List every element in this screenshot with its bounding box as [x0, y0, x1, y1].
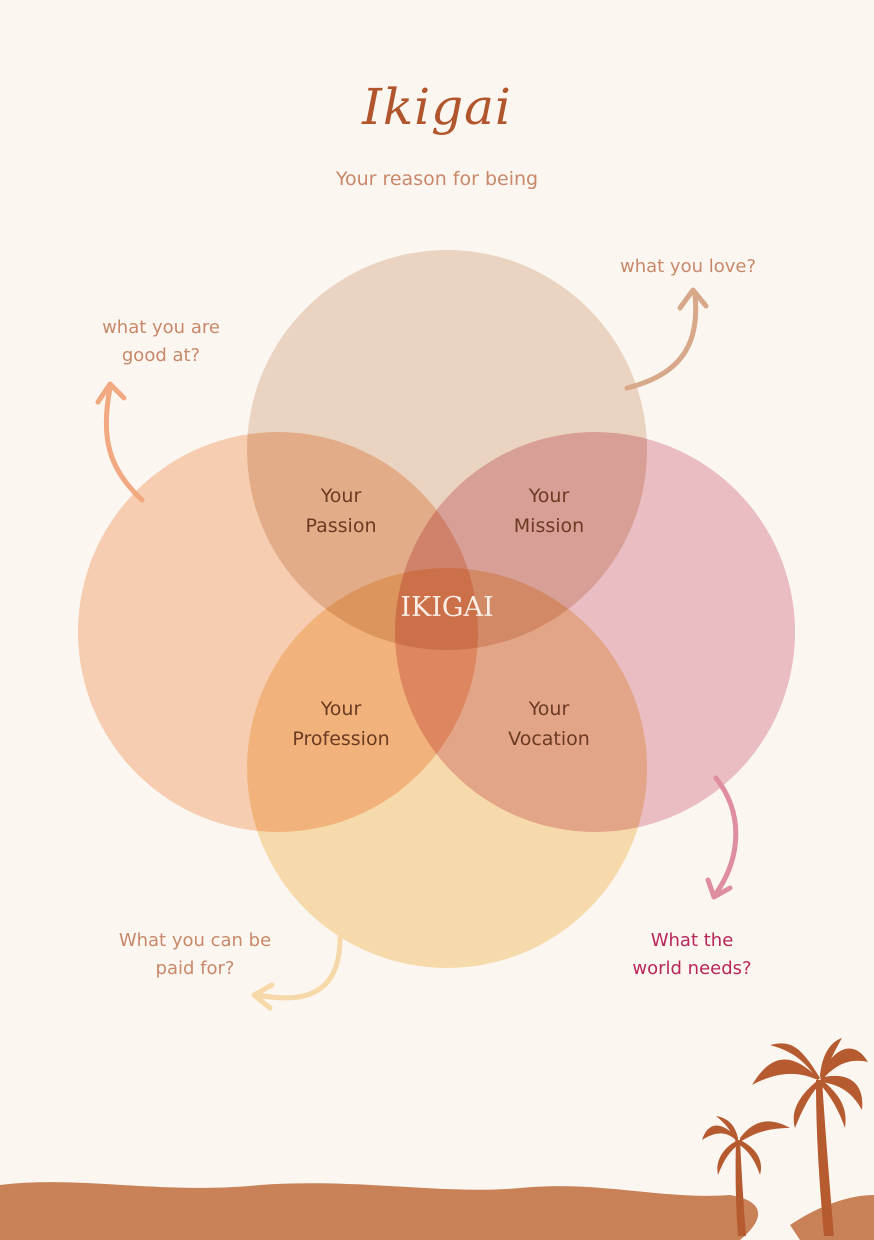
annotation-what-you-love: what you love? [619, 256, 757, 277]
annotation-what-you-are-good-at: what you are good at? [80, 314, 242, 370]
annotation-what-you-can-be-paid-for: What you can be paid for? [100, 927, 290, 983]
annotation-line: paid for? [155, 958, 235, 979]
region-label: Your [528, 485, 570, 507]
region-your-profession: Your Profession [261, 694, 421, 754]
palm-trees-icon [702, 1038, 868, 1236]
circle-what-you-can-be-paid-for [247, 568, 647, 968]
annotation-line: good at? [121, 345, 201, 366]
annotation-what-the-world-needs: What the world needs? [612, 927, 772, 983]
page-subtitle: Your reason for being [335, 168, 539, 190]
arrow-love-icon [624, 287, 709, 391]
region-your-mission: Your Mission [469, 481, 629, 541]
annotation-line: What you can be [118, 930, 272, 951]
desert-hills [0, 1182, 759, 1240]
arrow-good-at-icon [95, 381, 145, 503]
region-label: Profession [292, 728, 390, 750]
arrow-paid-for-icon [251, 935, 343, 1011]
arrow-world-needs-icon [705, 775, 739, 900]
region-label: Your [528, 698, 570, 720]
annotation-line: world needs? [632, 958, 752, 979]
region-label: Passion [305, 515, 377, 537]
region-label: Vocation [508, 728, 590, 750]
ikigai-center-label: IKIGAI [400, 592, 494, 623]
region-your-passion: Your Passion [261, 481, 421, 541]
river [760, 1215, 800, 1240]
annotation-line: What the [650, 930, 734, 951]
page-title: Ikigai [362, 78, 512, 136]
region-label: Your [320, 485, 362, 507]
region-label: Your [320, 698, 362, 720]
region-label: Mission [513, 515, 585, 537]
annotation-line: what you are [102, 317, 220, 338]
region-your-vocation: Your Vocation [469, 694, 629, 754]
